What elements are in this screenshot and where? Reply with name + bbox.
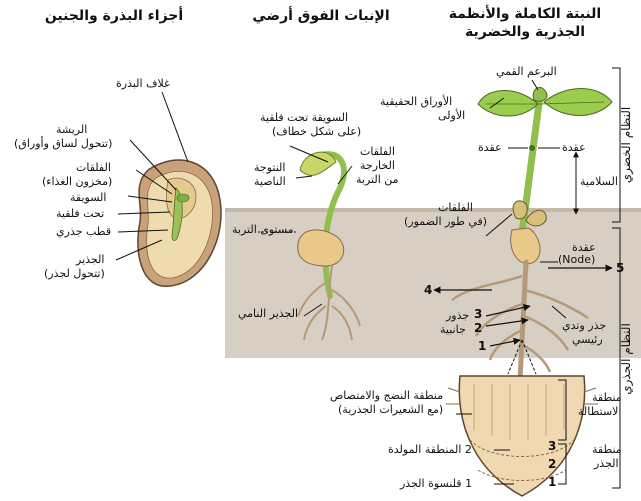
seed-cross-section [138,160,221,286]
arrow-label-1: 1 [478,340,486,352]
label-cotyledons-note: (مخزون الغذاء) [42,176,112,188]
label-elongation-zone-1: منطقة [592,392,622,404]
label-first-leaves: الأوراق الحقيقية [380,96,452,108]
label-emerged-cotyledons-3: من التربة [356,174,399,186]
arrow-label-3: 3 [474,308,482,320]
arrow-label-5: 5 [616,262,624,274]
label-node-bottom-en: (Node) [558,254,595,266]
label-taproot-2: رئيسي [572,334,603,346]
label-sub-cotyledon: تحت فلقية [56,208,104,220]
label-root-tip-zone-1: منطقة [592,444,622,456]
label-emerged-cotyledons-1: الفلقات [360,146,395,158]
label-root-cap: 1 قلنسوة الجذر [400,478,472,490]
arrow-label-2: 2 [474,322,482,334]
label-lateral-roots-2: جانبية [440,324,466,336]
label-node-right: عقدة [562,142,586,154]
label-root-tip-zone-2: الجذر [594,458,619,470]
label-node-left: عقدة [478,142,502,154]
label-seed-coat: غلاف البذرة [116,78,170,90]
label-shrinking-cotyledons-note: (في طور الضمور) [404,216,487,228]
label-plumule: الريشة [56,124,87,136]
label-maturation-zone: منطقة النضج والامتصاص [330,390,443,402]
label-internode: السلامية [580,176,618,188]
label-hypocotyl-hook-note: (على شكل خطاف) [272,126,361,138]
label-plumule-note: (تتحول لساق وأوراق) [14,138,112,150]
label-maturation-zone-note: (مع الشعيرات الجذرية) [338,404,443,416]
heading-seed-parts: أجزاء البذرة والجنين [8,8,220,24]
label-emerged-cotyledons-2: الخارجة [360,160,395,172]
zone-number-2: 2 [548,458,556,470]
heading-whole-plant-line1: النبتة الكاملة والأنظمة [420,6,630,22]
label-cotyledons: الفلقات [76,162,111,174]
label-hypocotyl: السويقة [70,192,106,204]
label-elongation-zone-2: الاستطالة [578,406,622,418]
label-meristem-zone: 2 المنطقة المولدة [388,444,472,456]
label-lateral-roots-1: جذور [446,310,469,322]
label-shrinking-cotyledons: الفلقات [438,202,473,214]
label-root-system: النظام الجذري [619,319,633,399]
label-soil-level: مستوى التربة [232,224,294,236]
label-first-leaves-note: الأولى [438,110,465,122]
zone-number-3: 3 [548,440,556,452]
arrow-label-4: 4 [424,284,432,296]
label-root-pole: قطب جذري [56,226,111,238]
label-growing-radicle: الجذير النامي [238,308,298,320]
label-taproot-1: جذر وتدي [562,320,606,332]
label-growing-tip-1: النتوجة [254,162,285,174]
label-growing-tip-2: الناصية [254,176,286,188]
label-radicle: الجذير [76,254,104,266]
label-hypocotyl-hook: السويقة تحت فلقية [260,112,348,124]
heading-emergence: الإنبات الفوق أرضي [226,8,416,24]
label-shoot-system: النظام الخضري [619,105,633,185]
label-apical-bud: البرعم القمي [496,66,557,78]
heading-whole-plant-line2: الجذرية والخضرية [420,24,630,40]
zone-number-1: 1 [548,476,556,488]
label-radicle-note: (تتحول لجذر) [44,268,105,280]
